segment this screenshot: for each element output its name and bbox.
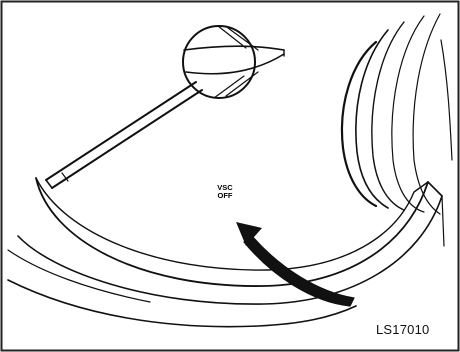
pointer-arrow (236, 222, 354, 306)
gauge-rim (342, 14, 452, 214)
vsc-off-indicator: VSC OFF (211, 184, 239, 200)
figure-code: LS17010 (376, 322, 429, 337)
indicator-line-2: OFF (211, 192, 239, 200)
arrow-shaft (244, 236, 354, 306)
shift-knob (183, 26, 284, 98)
shift-lever (46, 82, 202, 188)
